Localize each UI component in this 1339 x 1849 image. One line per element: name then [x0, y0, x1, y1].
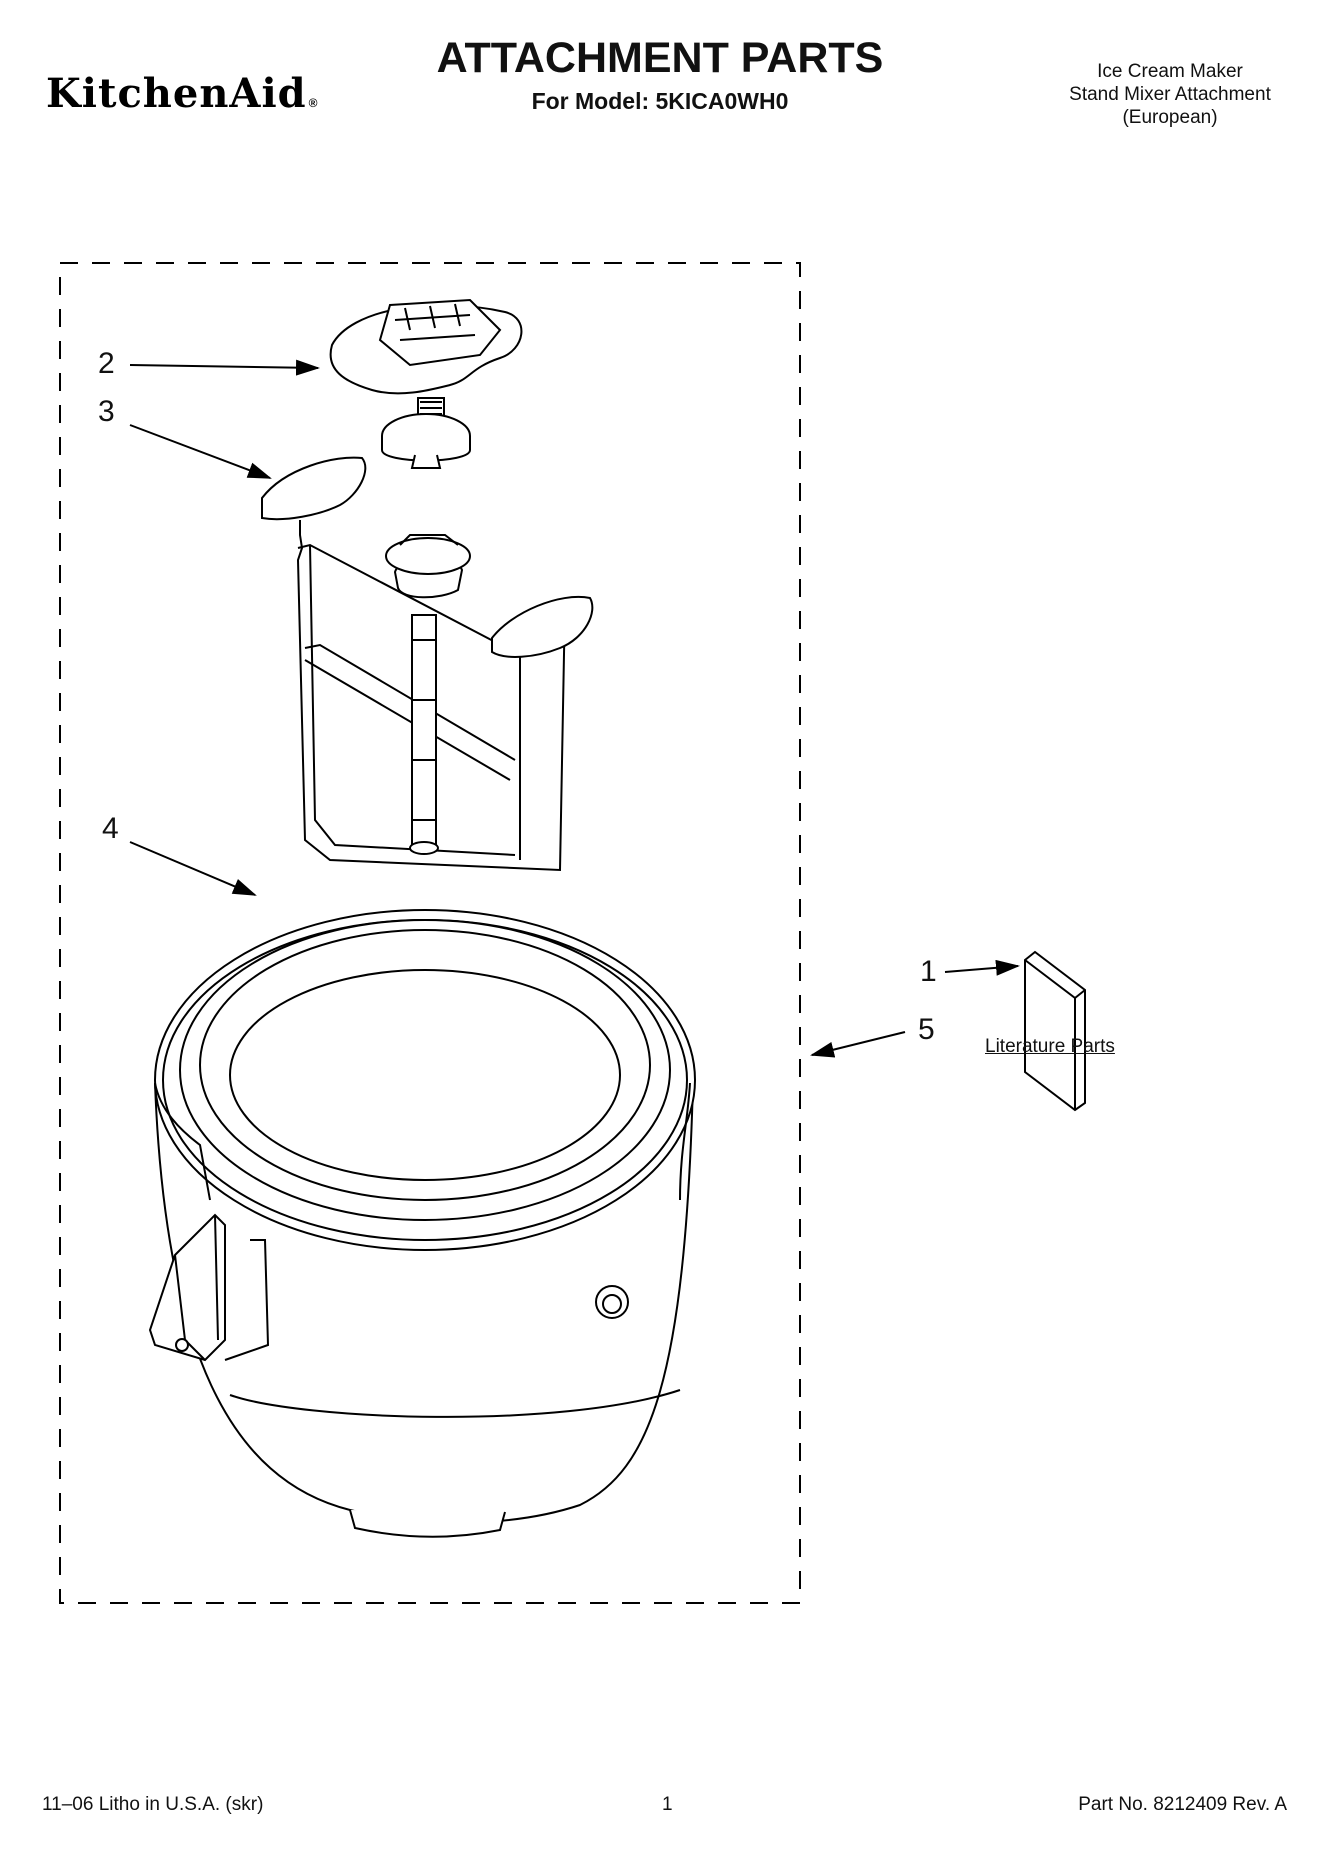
model-subtitle: For Model: 5KICA0WH0	[531, 88, 789, 114]
part-number: Part No. 8212409 Rev. A	[1078, 1794, 1287, 1815]
page-number: 1	[662, 1794, 673, 1815]
part-dasher	[261, 456, 594, 872]
literature-parts-label: Literature Parts	[985, 1036, 1115, 1057]
page-title: ATTACHMENT PARTS	[436, 34, 884, 82]
brand-name: KitchenAid	[46, 70, 307, 117]
product-description: Ice Cream Maker Stand Mixer Attachment (…	[1030, 60, 1310, 129]
callout-1: 1	[920, 955, 937, 988]
brand-logo: KitchenAid®	[46, 70, 318, 117]
callout-leaders	[129, 359, 1020, 1058]
callout-3: 3	[98, 395, 115, 428]
part-drive-assembly	[329, 298, 523, 469]
registered-mark: ®	[308, 96, 319, 110]
callout-4: 4	[102, 812, 119, 845]
callout-2: 2	[98, 347, 115, 380]
print-info: 11–06 Litho in U.S.A. (skr)	[42, 1794, 264, 1815]
description-line-3: (European)	[1122, 107, 1218, 128]
description-line-1: Ice Cream Maker	[1097, 61, 1243, 82]
callout-5: 5	[918, 1013, 935, 1046]
part-freeze-bowl	[148, 909, 696, 1538]
assembly-boundary	[59, 262, 801, 1604]
part-literature	[1024, 950, 1086, 1112]
description-line-2: Stand Mixer Attachment	[1069, 84, 1271, 105]
